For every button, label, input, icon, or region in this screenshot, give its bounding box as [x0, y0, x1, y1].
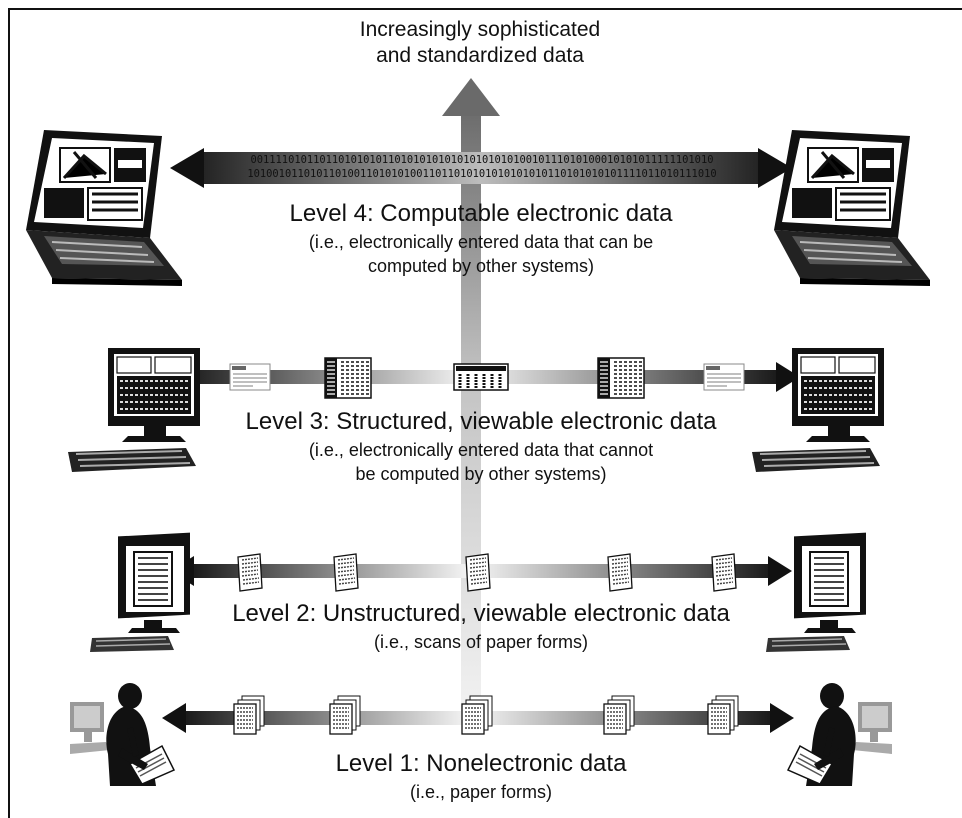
axis-label-line2: and standardized data [376, 44, 584, 67]
level3-detail-line2: be computed by other systems) [355, 464, 607, 484]
level1-detail-line1: (i.e., paper forms) [409, 782, 553, 802]
document-stack-icon [707, 695, 739, 735]
axis-label-line1: Increasingly sophisticated [359, 18, 601, 41]
data-table-icon [597, 357, 645, 399]
person-with-paper-form-icon [788, 683, 892, 786]
level1-heading: Level 1: Nonelectronic data [335, 750, 627, 777]
document-icon [237, 553, 263, 592]
binary-stream-row2: 1010010110101101001101010100110110101010… [247, 168, 717, 180]
level4-binary-arrow [170, 148, 792, 188]
document-icon [465, 553, 491, 592]
document-stack-icon [233, 695, 265, 735]
document-icon [607, 553, 633, 592]
form-card-icon [229, 363, 271, 391]
level3-detail-line1: (i.e., electronically entered data that … [308, 440, 654, 460]
document-stack-icon [603, 695, 635, 735]
data-table-icon [324, 357, 372, 399]
document-stack-icon [461, 695, 493, 735]
level4-heading: Level 4: Computable electronic data [289, 200, 673, 227]
laptop-icon [24, 128, 184, 288]
monitor-icon [89, 531, 191, 653]
form-card-icon [703, 363, 745, 391]
document-icon [333, 553, 359, 592]
laptop-icon [772, 128, 932, 288]
level4-detail-line1: (i.e., electronically entered data that … [308, 232, 654, 252]
sophistication-axis-arrowhead [442, 78, 500, 116]
diagram-frame [8, 8, 962, 818]
document-icon [711, 553, 737, 592]
level2-heading: Level 2: Unstructured, viewable electron… [232, 600, 730, 627]
data-table-icon [452, 362, 510, 392]
level4-detail-line2: computed by other systems) [367, 256, 595, 276]
person-with-paper-form-icon [70, 683, 174, 786]
document-stack-icon [329, 695, 361, 735]
level2-detail-line1: (i.e., scans of paper forms) [373, 632, 589, 652]
binary-stream-row1: 0011110101101101010101101010101010101010… [250, 154, 714, 166]
level3-heading: Level 3: Structured, viewable electronic… [245, 408, 717, 435]
